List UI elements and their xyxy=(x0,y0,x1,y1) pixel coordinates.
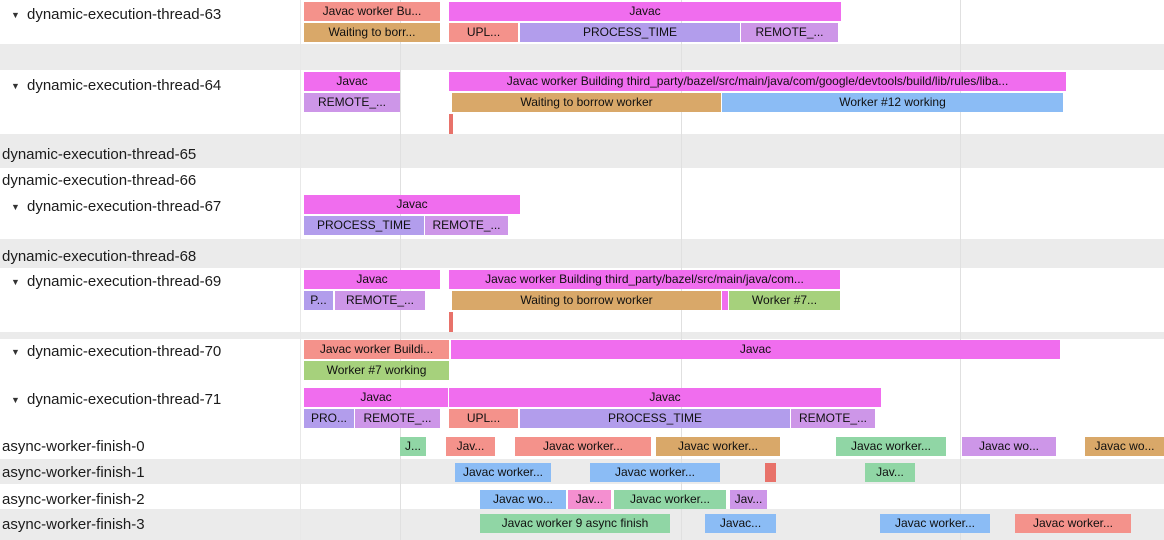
trace-event-bar[interactable]: Worker #12 working xyxy=(722,93,1063,112)
time-gridline xyxy=(960,0,961,540)
trace-event-bar[interactable]: REMOTE_... xyxy=(425,216,508,235)
track-label[interactable]: ▼ dynamic-execution-thread-64 xyxy=(0,75,298,97)
trace-event-bar[interactable]: UPL... xyxy=(449,23,518,42)
trace-event-bar[interactable]: REMOTE_... xyxy=(741,23,838,42)
trace-event-bar[interactable]: Javac worker... xyxy=(515,437,651,456)
track-name: dynamic-execution-thread-69 xyxy=(27,273,222,290)
trace-event-bar[interactable]: Waiting to borr... xyxy=(304,23,440,42)
trace-event-bar[interactable]: Javac xyxy=(449,388,881,407)
trace-event-bar[interactable]: PRO... xyxy=(304,409,354,428)
trace-event-bar[interactable]: Javac... xyxy=(705,514,776,533)
trace-event-bar[interactable]: UPL... xyxy=(449,409,518,428)
trace-event-bar[interactable]: Javac worker Buildi... xyxy=(304,340,449,359)
track-label[interactable]: async-worker-finish-3 xyxy=(0,514,298,536)
track-label[interactable]: ▼ dynamic-execution-thread-69 xyxy=(0,271,298,293)
trace-event-bar[interactable]: Javac wo... xyxy=(480,490,566,509)
trace-event-bar[interactable]: Jav... xyxy=(865,463,915,482)
trace-event-bar[interactable]: Javac worker... xyxy=(455,463,551,482)
trace-event-bar[interactable]: Jav... xyxy=(446,437,495,456)
track-name: async-worker-finish-3 xyxy=(2,516,145,533)
collapse-triangle-icon[interactable]: ▼ xyxy=(11,395,20,405)
track-name: dynamic-execution-thread-68 xyxy=(2,248,197,265)
track-label[interactable]: ▼ dynamic-execution-thread-70 xyxy=(0,341,298,363)
track-name: dynamic-execution-thread-63 xyxy=(27,6,222,23)
collapse-triangle-icon[interactable]: ▼ xyxy=(11,277,20,287)
row-shading-band xyxy=(0,332,1164,339)
row-shading-band xyxy=(0,134,1164,168)
trace-event-bar[interactable]: PROCESS_TIME xyxy=(304,216,424,235)
trace-event-tick[interactable] xyxy=(449,114,453,134)
trace-event-bar[interactable]: REMOTE_... xyxy=(791,409,875,428)
trace-event-bar[interactable]: Jav... xyxy=(730,490,767,509)
trace-event-bar[interactable]: Waiting to borrow worker xyxy=(452,93,721,112)
trace-event-bar[interactable]: Worker #7... xyxy=(729,291,840,310)
track-name: async-worker-finish-1 xyxy=(2,464,145,481)
track-label[interactable]: ▼ dynamic-execution-thread-67 xyxy=(0,196,298,218)
trace-event-tick[interactable] xyxy=(765,463,776,482)
trace-event-bar[interactable]: Javac xyxy=(304,388,448,407)
track-label[interactable]: async-worker-finish-2 xyxy=(0,489,298,511)
track-label[interactable]: dynamic-execution-thread-68 xyxy=(0,246,298,268)
track-name: async-worker-finish-0 xyxy=(2,438,145,455)
track-label[interactable]: async-worker-finish-0 xyxy=(0,436,298,458)
row-shading-band xyxy=(0,44,1164,70)
collapse-triangle-icon[interactable]: ▼ xyxy=(11,10,20,20)
track-name: dynamic-execution-thread-71 xyxy=(27,391,222,408)
trace-event-bar[interactable]: J... xyxy=(400,437,426,456)
trace-event-bar[interactable]: REMOTE_... xyxy=(355,409,440,428)
trace-event-bar[interactable]: Javac worker... xyxy=(880,514,990,533)
trace-event-bar[interactable]: Javac worker... xyxy=(614,490,726,509)
trace-event-bar[interactable]: PROCESS_TIME xyxy=(520,409,790,428)
trace-event-bar[interactable]: Jav... xyxy=(568,490,611,509)
row-shading-band xyxy=(0,239,1164,268)
trace-event-bar[interactable]: Javac xyxy=(304,195,520,214)
trace-event-tick[interactable] xyxy=(722,291,728,310)
track-label[interactable]: ▼ dynamic-execution-thread-63 xyxy=(0,4,298,26)
trace-event-bar[interactable]: REMOTE_... xyxy=(304,93,400,112)
trace-event-bar[interactable]: Javac xyxy=(304,270,440,289)
sidebar-divider xyxy=(300,0,301,540)
trace-event-bar[interactable]: Javac wo... xyxy=(1085,437,1164,456)
track-label[interactable]: async-worker-finish-1 xyxy=(0,462,298,484)
collapse-triangle-icon[interactable]: ▼ xyxy=(11,202,20,212)
trace-event-bar[interactable]: Javac worker Building third_party/bazel/… xyxy=(449,270,840,289)
trace-event-bar[interactable]: Javac worker... xyxy=(656,437,780,456)
trace-event-bar[interactable]: Javac worker Building third_party/bazel/… xyxy=(449,72,1066,91)
track-label[interactable]: ▼ dynamic-execution-thread-71 xyxy=(0,389,298,411)
trace-event-bar[interactable]: P... xyxy=(304,291,333,310)
trace-event-bar[interactable]: Worker #7 working xyxy=(304,361,449,380)
trace-event-tick[interactable] xyxy=(449,312,453,332)
trace-event-bar[interactable]: PROCESS_TIME xyxy=(520,23,740,42)
trace-event-bar[interactable]: Javac xyxy=(304,72,400,91)
track-label[interactable]: dynamic-execution-thread-66 xyxy=(0,170,298,192)
trace-event-bar[interactable]: Javac xyxy=(449,2,841,21)
collapse-triangle-icon[interactable]: ▼ xyxy=(11,81,20,91)
trace-event-bar[interactable]: Waiting to borrow worker xyxy=(452,291,721,310)
track-name: dynamic-execution-thread-67 xyxy=(27,198,222,215)
trace-event-bar[interactable]: Javac xyxy=(451,340,1060,359)
track-name: dynamic-execution-thread-64 xyxy=(27,77,222,94)
trace-event-bar[interactable]: Javac worker... xyxy=(1015,514,1131,533)
row-shading-band xyxy=(0,459,1164,484)
trace-event-bar[interactable]: Javac worker 9 async finish xyxy=(480,514,670,533)
track-name: dynamic-execution-thread-70 xyxy=(27,343,222,360)
track-label[interactable]: dynamic-execution-thread-65 xyxy=(0,144,298,166)
trace-event-bar[interactable]: REMOTE_... xyxy=(335,291,425,310)
track-name: async-worker-finish-2 xyxy=(2,491,145,508)
trace-event-bar[interactable]: Javac worker Bu... xyxy=(304,2,440,21)
track-name: dynamic-execution-thread-65 xyxy=(2,146,197,163)
collapse-triangle-icon[interactable]: ▼ xyxy=(11,347,20,357)
trace-event-bar[interactable]: Javac wo... xyxy=(962,437,1056,456)
trace-event-bar[interactable]: Javac worker... xyxy=(590,463,720,482)
trace-event-bar[interactable]: Javac worker... xyxy=(836,437,946,456)
track-name: dynamic-execution-thread-66 xyxy=(2,172,197,189)
